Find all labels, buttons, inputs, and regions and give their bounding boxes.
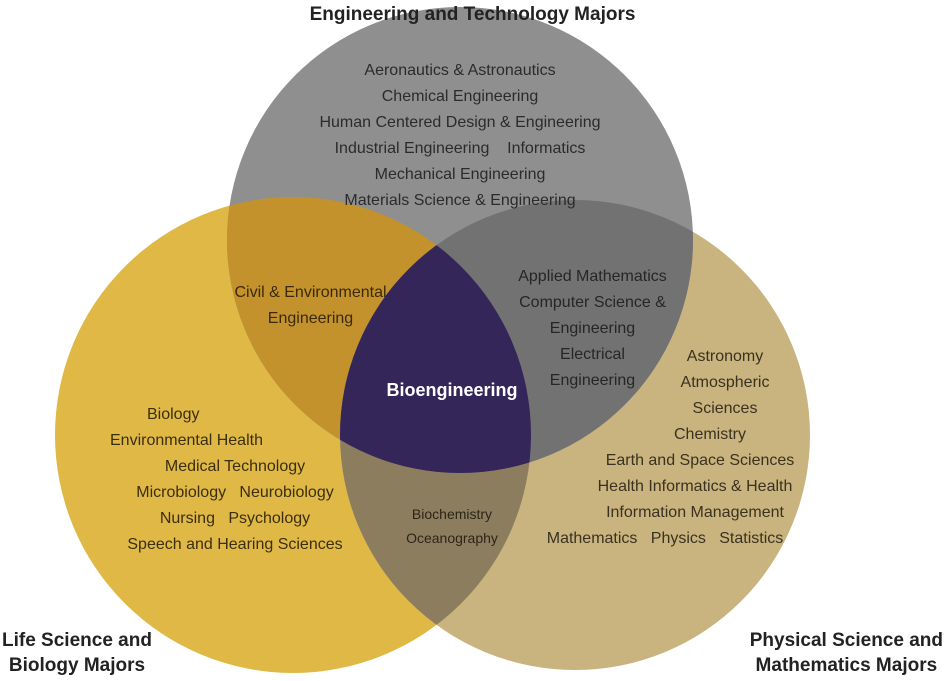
list-item: Microbiology Neurobiology — [136, 484, 334, 501]
list-item: Health Informatics & Health — [597, 478, 793, 495]
list-item: Chemistry — [673, 426, 746, 443]
title-physical-line1: Physical Science and — [749, 630, 943, 651]
list-item: Civil & Environmental — [234, 284, 387, 301]
region-life-only: Biology Environmental Health Medical Tec… — [105, 402, 365, 558]
list-item: Materials Science & Engineering — [344, 192, 576, 209]
list-item: Applied Mathematics — [518, 268, 667, 285]
region-engineering-physical: Applied Mathematics Computer Science & E… — [505, 264, 680, 394]
list-item: Human Centered Design & Engineering — [319, 114, 601, 131]
list-item: Aeronautics & Astronautics — [364, 62, 556, 79]
list-item: Biology — [147, 406, 200, 423]
region-engineering-only: Aeronautics & Astronautics Chemical Engi… — [300, 58, 620, 214]
list-item: Oceanography — [406, 530, 498, 546]
list-item: Mechanical Engineering — [374, 166, 546, 183]
bioengineering-center — [340, 200, 531, 473]
list-item: Engineering — [549, 372, 636, 389]
list-item: Industrial Engineering Informatics — [334, 140, 586, 157]
region-physical-only: Astronomy Atmospheric Sciences Chemistry… — [545, 344, 845, 552]
center-label: Bioengineering — [386, 380, 518, 400]
title-physical-line2: Mathematics Majors — [755, 655, 938, 676]
list-item: Earth and Space Sciences — [605, 452, 795, 469]
list-item: Speech and Hearing Sciences — [127, 536, 343, 553]
list-item: Medical Technology — [164, 458, 306, 475]
title-life-line2: Biology Majors — [8, 655, 146, 676]
list-item: Mathematics Physics Statistics — [546, 530, 784, 547]
list-item: Information Management — [606, 504, 784, 521]
region-life-physical: Biochemistry Oceanography — [392, 502, 512, 550]
list-item: Electrical — [560, 346, 625, 363]
list-item: Astronomy — [686, 348, 764, 365]
title-engineering: Engineering and Technology Majors — [309, 4, 636, 25]
list-item: Engineering — [267, 310, 354, 327]
title-physical-science: Physical Science and Mathematics Majors — [750, 628, 943, 678]
title-life-line1: Life Science and — [2, 630, 152, 651]
list-item: Environmental Health — [110, 432, 263, 449]
list-item: Chemical Engineering — [381, 88, 539, 105]
list-item: Atmospheric — [680, 374, 770, 391]
list-item: Biochemistry — [411, 506, 493, 522]
list-item: Engineering — [549, 320, 636, 337]
list-item: Nursing Psychology — [159, 510, 311, 527]
list-item: Sciences — [692, 400, 758, 417]
region-engineering-life: Civil & Environmental Engineering — [228, 280, 393, 332]
list-item: Computer Science & — [519, 294, 666, 311]
title-life-science: Life Science and Biology Majors — [2, 628, 152, 678]
